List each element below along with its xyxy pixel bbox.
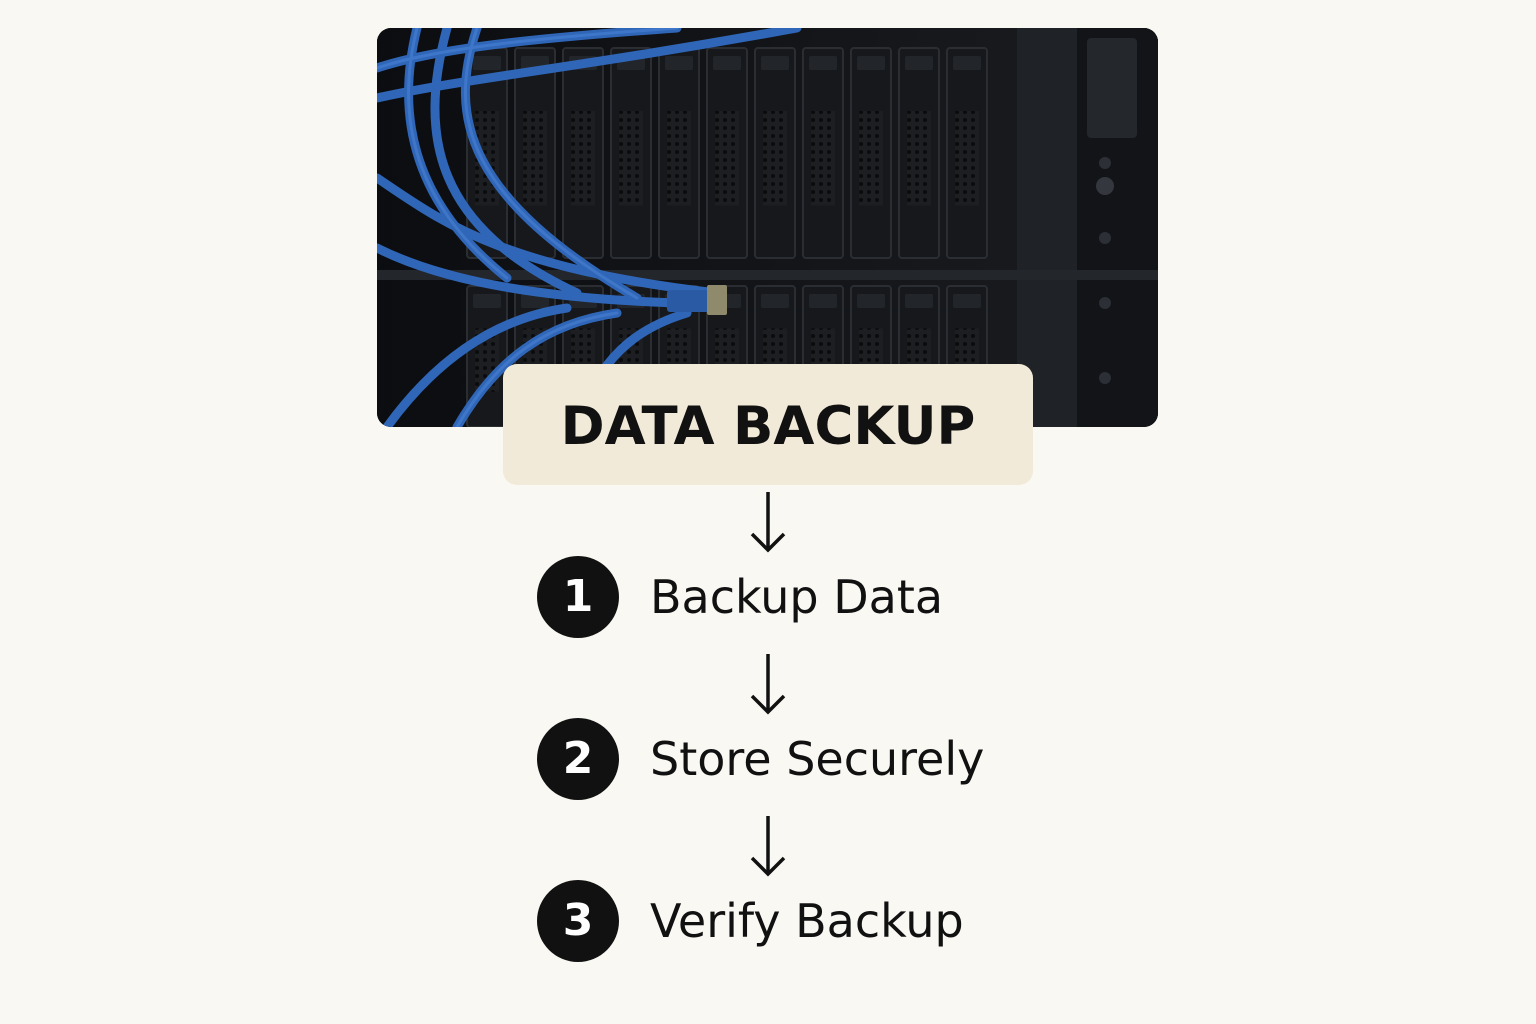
drive-bay-handle (665, 56, 693, 70)
step-3: 3 Verify Backup (537, 880, 964, 962)
drive-bay-handle (809, 56, 837, 70)
drive-bay-handle (857, 294, 885, 308)
drive-bay-handle (761, 56, 789, 70)
drive-bay-vent (763, 111, 787, 206)
drive-bay-handle (905, 56, 933, 70)
drive-bay-handle (809, 294, 837, 308)
drive-bay-vent (523, 111, 547, 206)
down-arrow-icon (744, 814, 792, 880)
drive-bay-handle (953, 56, 981, 70)
title-box: DATA BACKUP (503, 364, 1033, 485)
drive-bay-vent (907, 111, 931, 206)
step-number-badge: 1 (537, 556, 619, 638)
drive-bay-vent (859, 111, 883, 206)
step-number-badge: 2 (537, 718, 619, 800)
diagram-title: DATA BACKUP (560, 396, 976, 457)
drive-bay-handle (761, 294, 789, 308)
drive-bay-handle (713, 56, 741, 70)
drive-bay-vent (955, 111, 979, 206)
drive-bay-vent (571, 111, 595, 206)
down-arrow-icon (744, 490, 792, 556)
drive-bay-handle (953, 294, 981, 308)
step-label: Backup Data (650, 570, 944, 624)
step-label: Verify Backup (650, 894, 964, 948)
drive-bay-vent (619, 111, 643, 206)
drive-bay-handle (521, 294, 549, 308)
step-2: 2 Store Securely (537, 718, 984, 800)
step-1: 1 Backup Data (537, 556, 943, 638)
drive-bay-handle (473, 56, 501, 70)
drive-bay-vent (667, 111, 691, 206)
down-arrow-icon (744, 652, 792, 718)
drive-bay-handle (857, 56, 885, 70)
drive-bay-handle (473, 294, 501, 308)
drive-bay-handle (905, 294, 933, 308)
drive-bay-vent (715, 111, 739, 206)
drive-bay-vent (811, 111, 835, 206)
step-number-badge: 3 (537, 880, 619, 962)
step-label: Store Securely (650, 732, 985, 786)
